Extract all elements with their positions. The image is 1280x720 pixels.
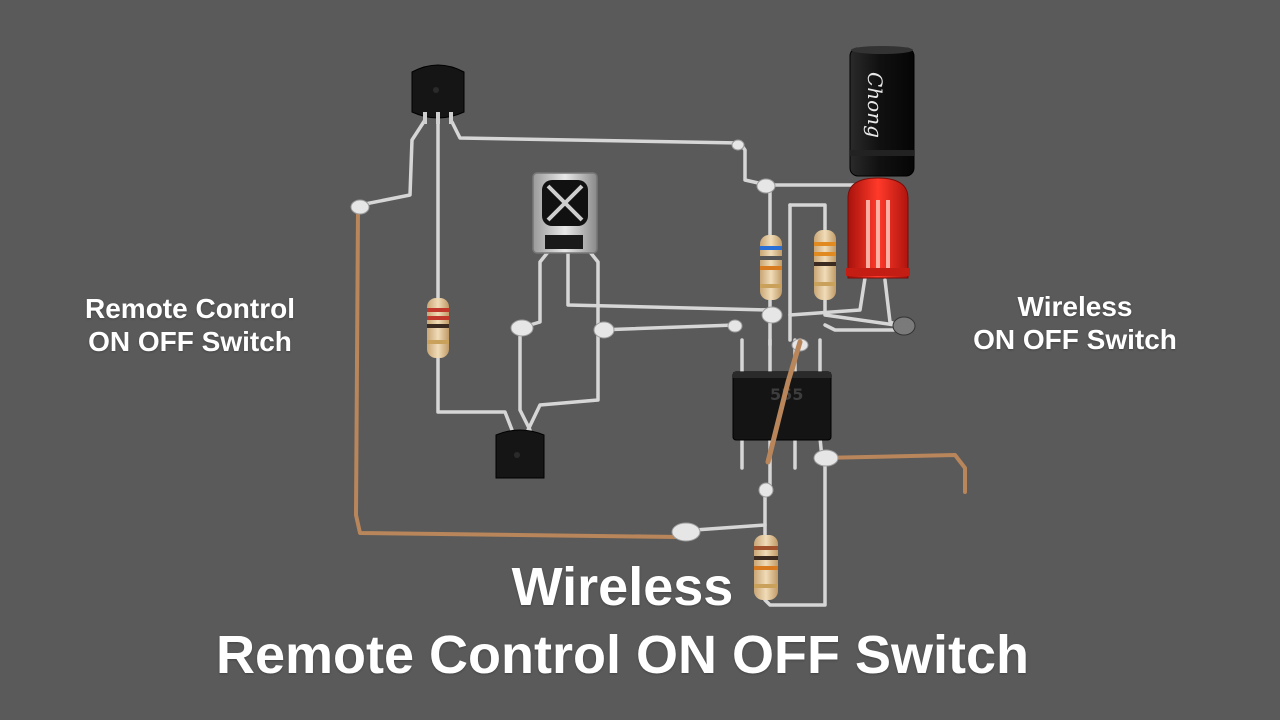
left-caption: Remote Control ON OFF Switch bbox=[60, 292, 320, 358]
ic-jumper-wire bbox=[765, 339, 803, 465]
left-caption-line1: Remote Control bbox=[85, 293, 295, 324]
solder-joints bbox=[350, 139, 839, 542]
capacitor: Chong bbox=[849, 46, 915, 177]
ir-receiver bbox=[532, 172, 598, 254]
title-line2: Remote Control ON OFF Switch bbox=[215, 625, 1029, 685]
right-caption-line2: ON OFF Switch bbox=[973, 324, 1177, 356]
red-led bbox=[846, 177, 910, 279]
resistor-bottom bbox=[754, 535, 778, 600]
ground-solder-joint bbox=[892, 316, 916, 336]
resistor-right bbox=[814, 230, 836, 300]
right-caption: Wireless ON OFF Switch bbox=[950, 290, 1200, 356]
transistor-bottom bbox=[495, 429, 545, 479]
capacitor-marking: Chong bbox=[863, 72, 887, 138]
resistor-center bbox=[760, 235, 782, 300]
right-caption-line1: Wireless bbox=[1017, 291, 1133, 322]
transistor-top bbox=[411, 64, 465, 124]
resistor-left bbox=[427, 298, 449, 358]
left-caption-line2: ON OFF Switch bbox=[88, 326, 292, 358]
title-line1: Wireless bbox=[511, 557, 734, 617]
